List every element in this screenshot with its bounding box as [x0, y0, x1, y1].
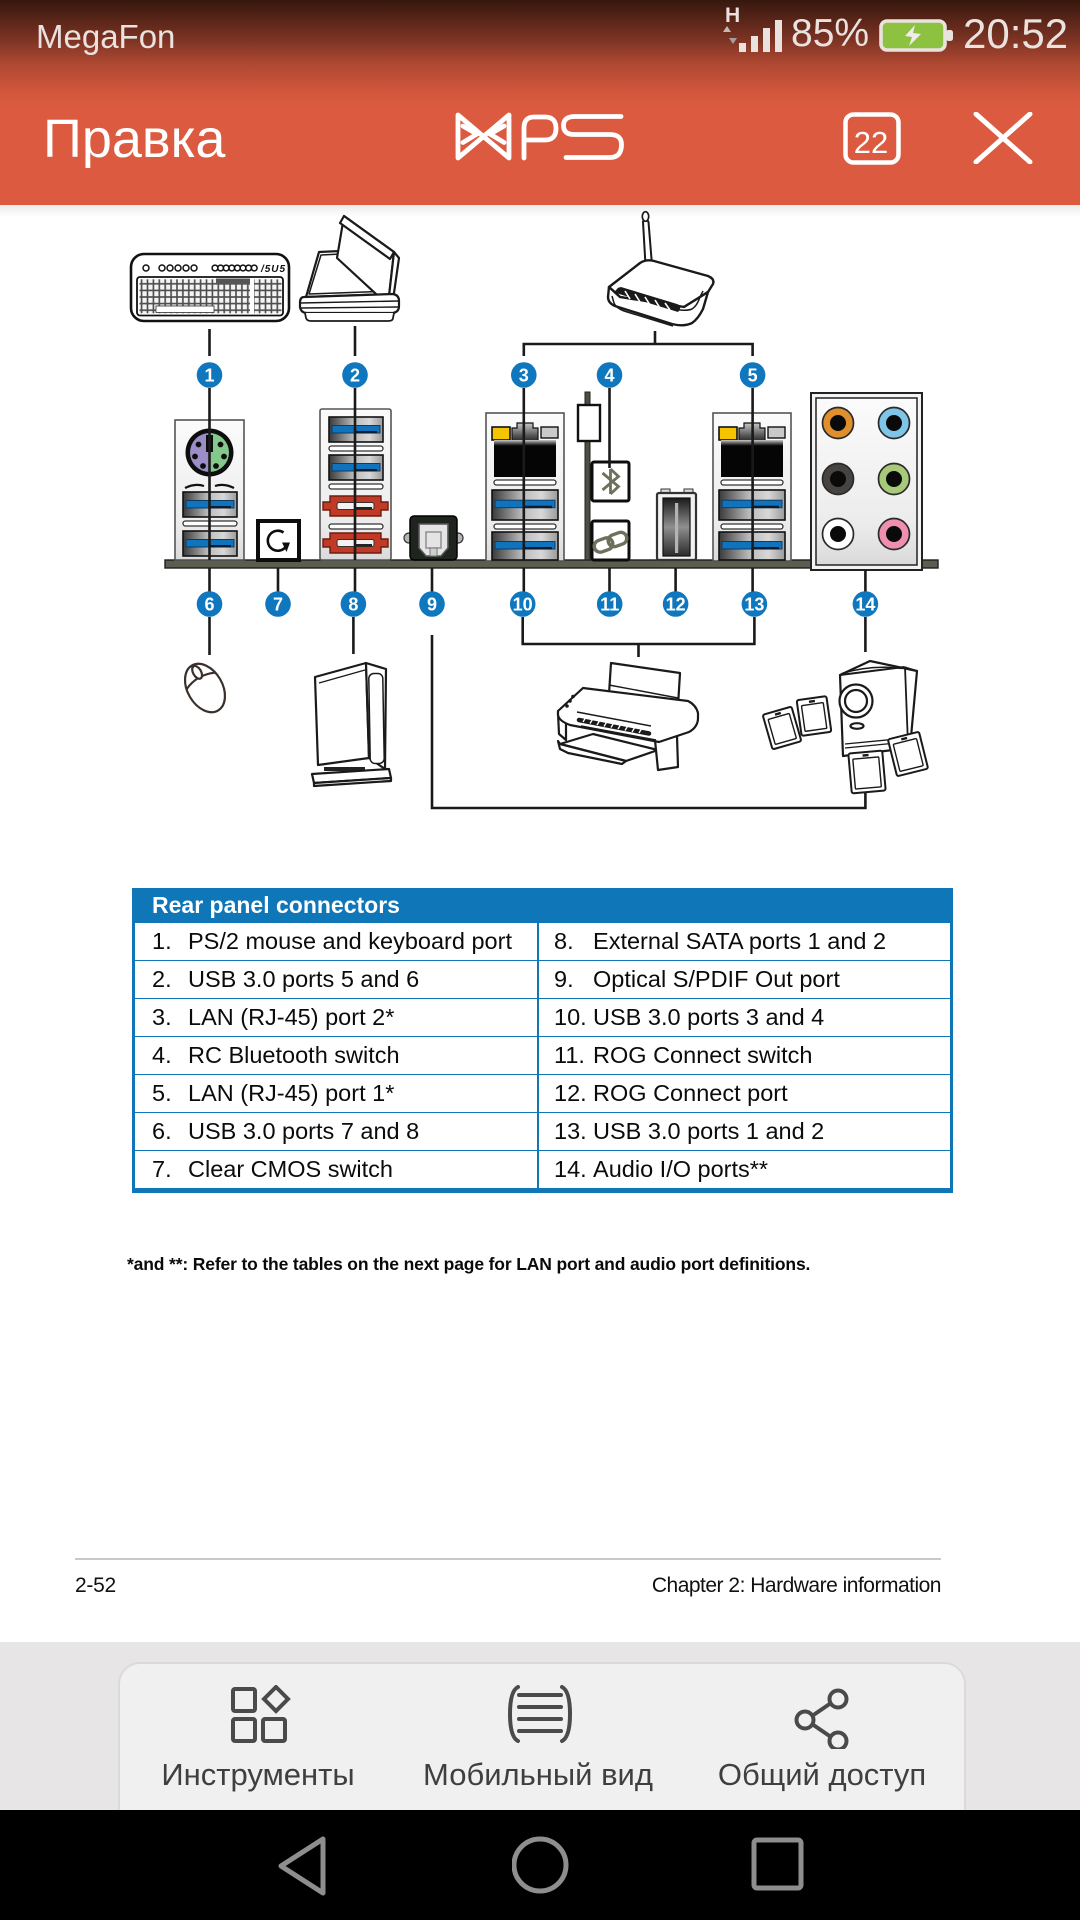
svg-text:1: 1 — [204, 366, 214, 386]
svg-text:12: 12 — [666, 595, 686, 615]
svg-text:13: 13 — [744, 595, 764, 615]
svg-text:7: 7 — [273, 595, 283, 615]
svg-text:8: 8 — [348, 595, 358, 615]
svg-text:3: 3 — [519, 366, 529, 386]
svg-text:10: 10 — [513, 595, 533, 615]
svg-text:5: 5 — [748, 366, 758, 386]
svg-text:22: 22 — [854, 125, 888, 160]
svg-text:/5U5: /5U5 — [260, 264, 285, 275]
svg-text:6: 6 — [204, 595, 214, 615]
svg-text:11: 11 — [600, 595, 619, 615]
svg-text:9: 9 — [427, 595, 437, 615]
svg-text:14: 14 — [855, 595, 875, 615]
svg-text:2: 2 — [350, 366, 360, 386]
svg-text:4: 4 — [604, 366, 614, 386]
